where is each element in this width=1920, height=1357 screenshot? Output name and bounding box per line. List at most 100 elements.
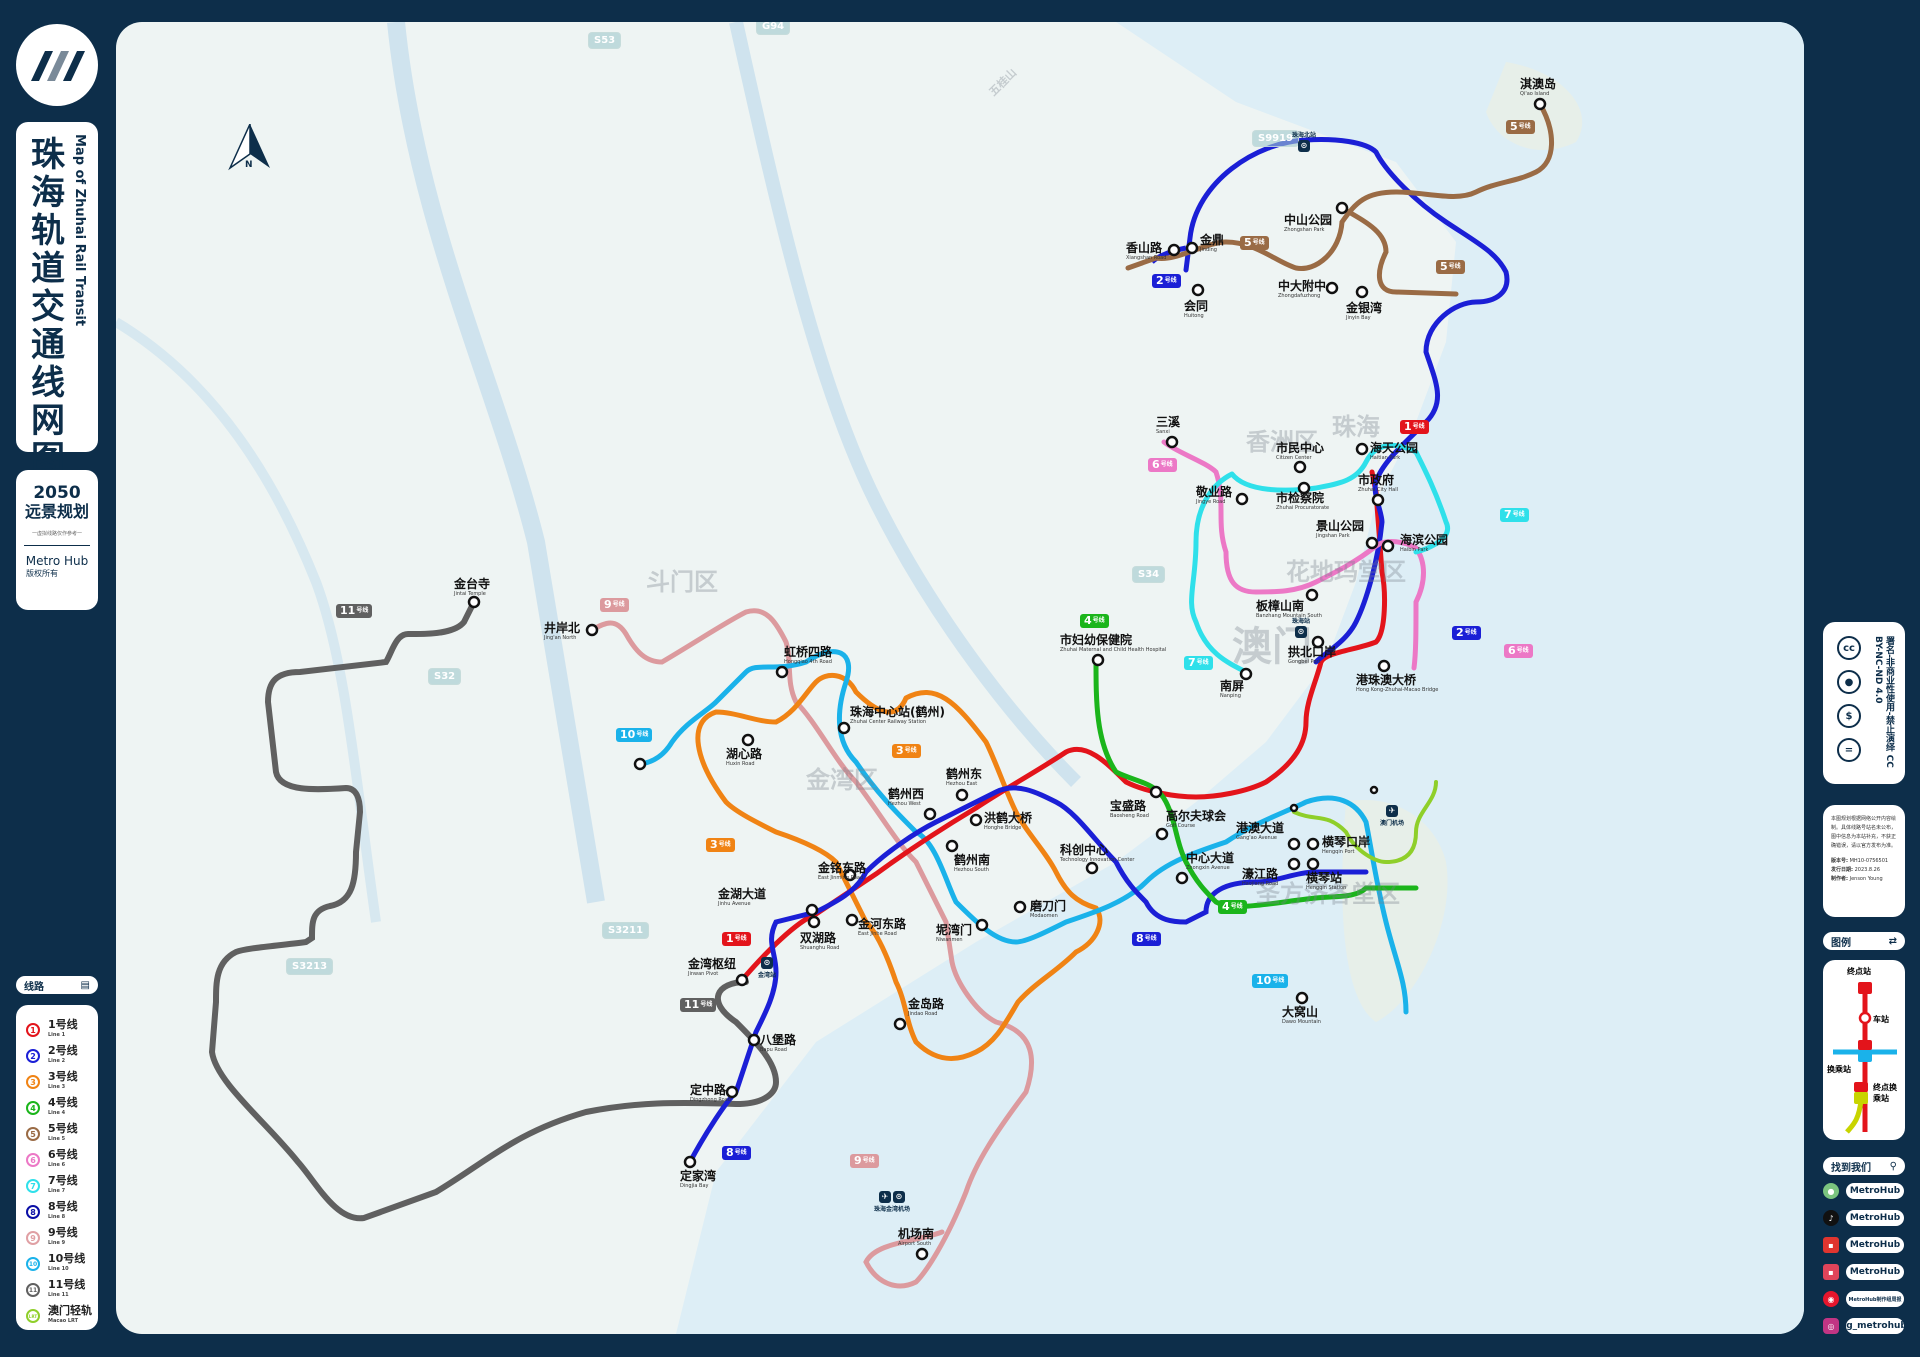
line-badge-4[interactable]: 4号线 bbox=[1218, 900, 1247, 914]
xiaohongshu-icon: ▪ bbox=[1823, 1237, 1839, 1253]
social-wechat[interactable]: ●MetroHub bbox=[1823, 1183, 1904, 1199]
line-label: 11号线 bbox=[48, 1278, 86, 1291]
line-badge-1[interactable]: 1号线 bbox=[1400, 420, 1429, 434]
rail-map[interactable]: N 斗门区 金湾区 香洲区 珠海 澳门 花地玛堂区 圣方济各堂区 五桂山 S53… bbox=[116, 22, 1804, 1334]
line-badge-2[interactable]: 2号线 bbox=[1152, 274, 1181, 288]
line-badge-5[interactable]: 5号线 bbox=[1506, 120, 1535, 134]
line-badge-8[interactable]: 8号线 bbox=[1132, 932, 1161, 946]
title-card: 珠海轨道交通线网图 Map of Zhuhai Rail Transit bbox=[16, 122, 98, 478]
line-badge-7[interactable]: 7号线 bbox=[1184, 656, 1213, 670]
line-badge-10[interactable]: 10号线 bbox=[616, 728, 653, 742]
social-tiktok[interactable]: ♪MetroHub bbox=[1823, 1210, 1904, 1226]
line-badge-7[interactable]: 7号线 bbox=[1500, 508, 1529, 522]
line-badge-4[interactable]: 4号线 bbox=[1080, 614, 1109, 628]
find-us-header[interactable]: 找到我们 ⚲ bbox=[1823, 1157, 1905, 1175]
line-badge-8[interactable]: 8号线 bbox=[722, 1146, 751, 1160]
social-instagram[interactable]: ◎ig_metrohub bbox=[1823, 1318, 1904, 1334]
lines-header[interactable]: 线路 ▤ bbox=[16, 976, 98, 994]
social-bilibili[interactable]: ▪MetroHub bbox=[1823, 1264, 1904, 1280]
line-badge-9[interactable]: 9号线 bbox=[850, 1154, 879, 1168]
line-badge-11[interactable]: 11号线 bbox=[680, 998, 717, 1012]
line-badge-3[interactable]: 3号线 bbox=[706, 838, 735, 852]
station-zhuhai-center[interactable]: 珠海中心站(鹤州)Zhuhai Center Railway Station bbox=[850, 705, 945, 726]
line-badge-6[interactable]: 6号线 bbox=[1148, 458, 1177, 472]
social-xiaohongshu[interactable]: ▪MetroHub bbox=[1823, 1237, 1904, 1253]
social-weibo[interactable]: ◉MetroHub制作组周报 bbox=[1823, 1291, 1904, 1307]
line-badge-5[interactable]: 5号线 bbox=[1240, 236, 1269, 250]
line-badge-10[interactable]: 10号线 bbox=[1252, 974, 1289, 988]
line-badge-2[interactable]: 2号线 bbox=[1452, 626, 1481, 640]
line-badge-9[interactable]: 9号线 bbox=[600, 598, 629, 612]
line-badge-3[interactable]: 3号线 bbox=[892, 744, 921, 758]
line-badge-1[interactable]: 1号线 bbox=[722, 932, 751, 946]
line-badge-11[interactable]: 11号线 bbox=[336, 604, 373, 618]
legend-header[interactable]: 图例 ⇄ bbox=[1823, 932, 1905, 950]
line-badge-5[interactable]: 5号线 bbox=[1436, 260, 1465, 274]
line-badge-6[interactable]: 6号线 bbox=[1504, 644, 1533, 658]
road-g94: G94 bbox=[756, 22, 791, 35]
title-en: Map of Zhuhai Rail Transit bbox=[72, 134, 87, 327]
